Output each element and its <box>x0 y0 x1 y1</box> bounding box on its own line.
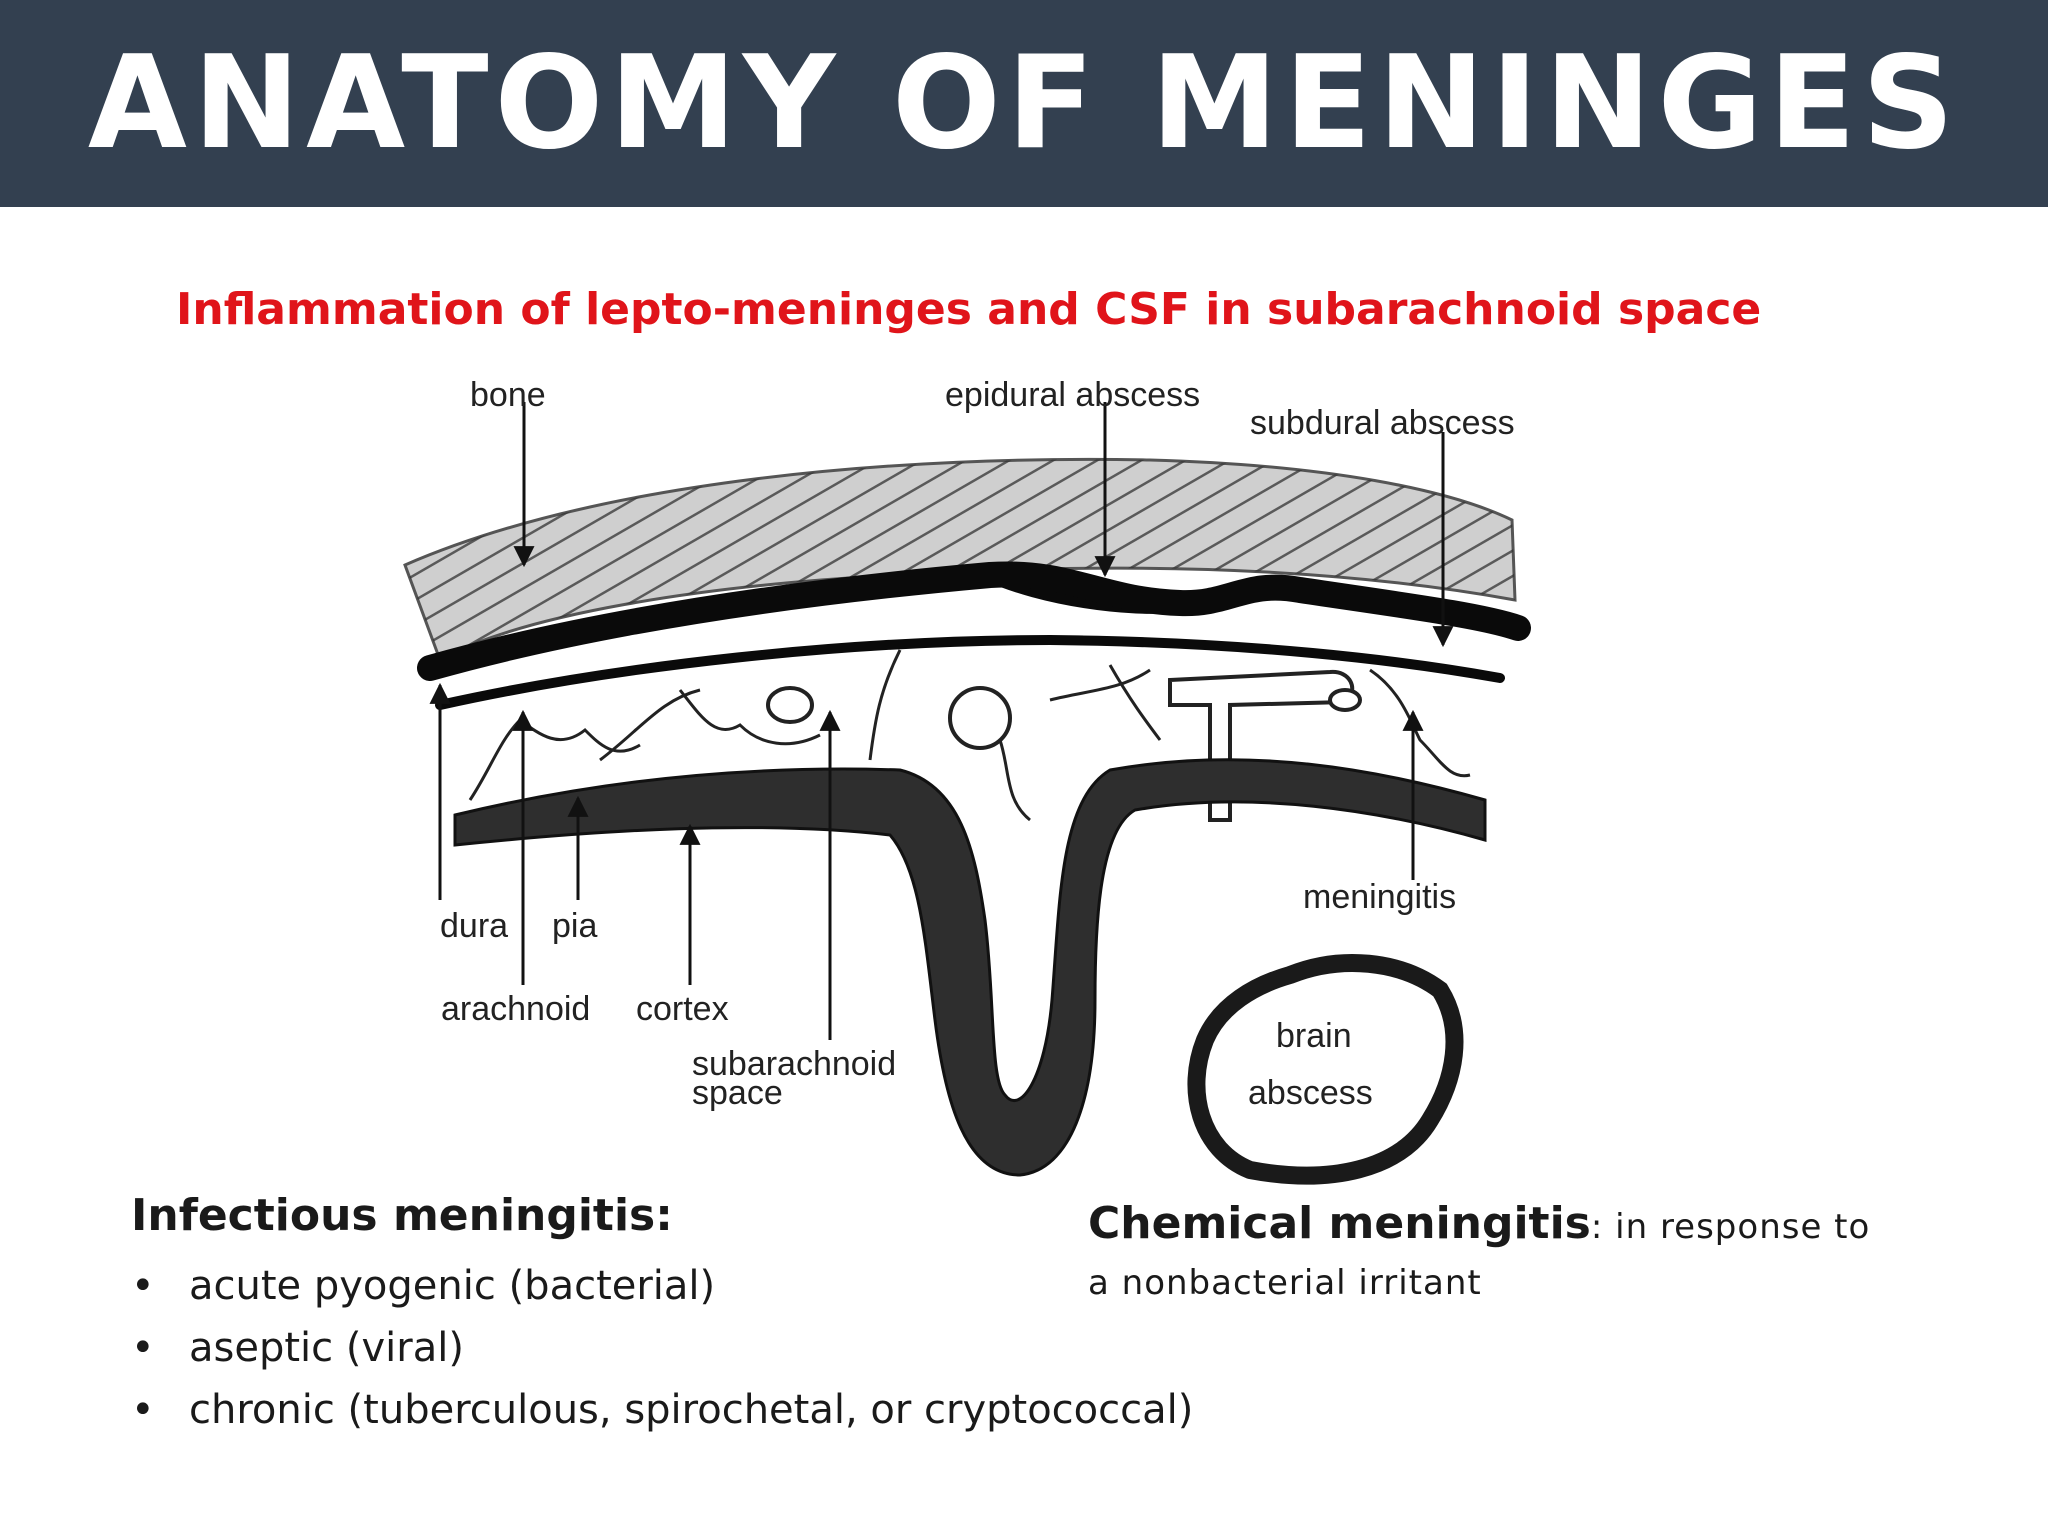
infectious-title: Infectious meningitis: <box>131 1190 673 1241</box>
label-bone: bone <box>470 376 546 414</box>
list-item: • acute pyogenic (bacterial) <box>131 1255 1181 1317</box>
title-banner: ANATOMY OF MENINGES <box>0 0 2048 207</box>
page-title: ANATOMY OF MENINGES <box>87 29 1961 178</box>
dura-layer <box>417 561 1531 681</box>
infectious-list: • acute pyogenic (bacterial) • aseptic (vi… <box>131 1255 1193 1441</box>
pointer-arrows <box>429 402 1454 1040</box>
label-cortex: cortex <box>636 990 729 1028</box>
bullet: • <box>131 1263 155 1309</box>
infectious-meningitis-section: Infectious meningitis: • acute pyogenic (… <box>131 1190 1193 1441</box>
label-brain: brain <box>1276 1017 1352 1055</box>
chemical-description-line1: : in response to <box>1590 1207 1871 1247</box>
brain-abscess-ring <box>1187 954 1464 1185</box>
label-dura: dura <box>440 907 508 945</box>
arachnoid-layer <box>435 634 1505 710</box>
label-subarachnoid: subarachnoid <box>692 1045 896 1083</box>
subtitle: Inflammation of lepto-meninges and CSF i… <box>176 284 1762 335</box>
vessel-circle <box>948 686 1012 750</box>
chemical-meningitis-section: Chemical meningitis: in response to a no… <box>1088 1198 1988 1303</box>
list-item-text: acute pyogenic (bacterial) <box>189 1263 716 1309</box>
label-space: space <box>692 1074 783 1112</box>
list-item-text: aseptic (viral) <box>189 1325 464 1371</box>
list-item-text: chronic (tuberculous, spirochetal, or cr… <box>189 1387 1194 1433</box>
list-item: • chronic (tuberculous, spirochetal, or c… <box>131 1379 1193 1441</box>
label-arachnoid: arachnoid <box>441 990 590 1028</box>
list-item: • aseptic (viral) <box>131 1317 1181 1379</box>
cortex-layer <box>453 758 1487 1177</box>
label-abscess: abscess <box>1248 1074 1373 1112</box>
bullet: • <box>131 1325 155 1371</box>
label-epidural-abscess: epidural abscess <box>945 376 1200 414</box>
label-subdural-abscess: subdural abscess <box>1250 404 1515 442</box>
chemical-description-line2: a nonbacterial irritant <box>1088 1263 1482 1303</box>
chemical-title: Chemical meningitis <box>1088 1198 1591 1249</box>
subarachnoid-trabeculae <box>468 649 1471 822</box>
label-pia: pia <box>552 907 597 945</box>
bullet: • <box>131 1387 155 1433</box>
label-meningitis: meningitis <box>1303 878 1456 916</box>
vessel-circle <box>766 686 814 724</box>
